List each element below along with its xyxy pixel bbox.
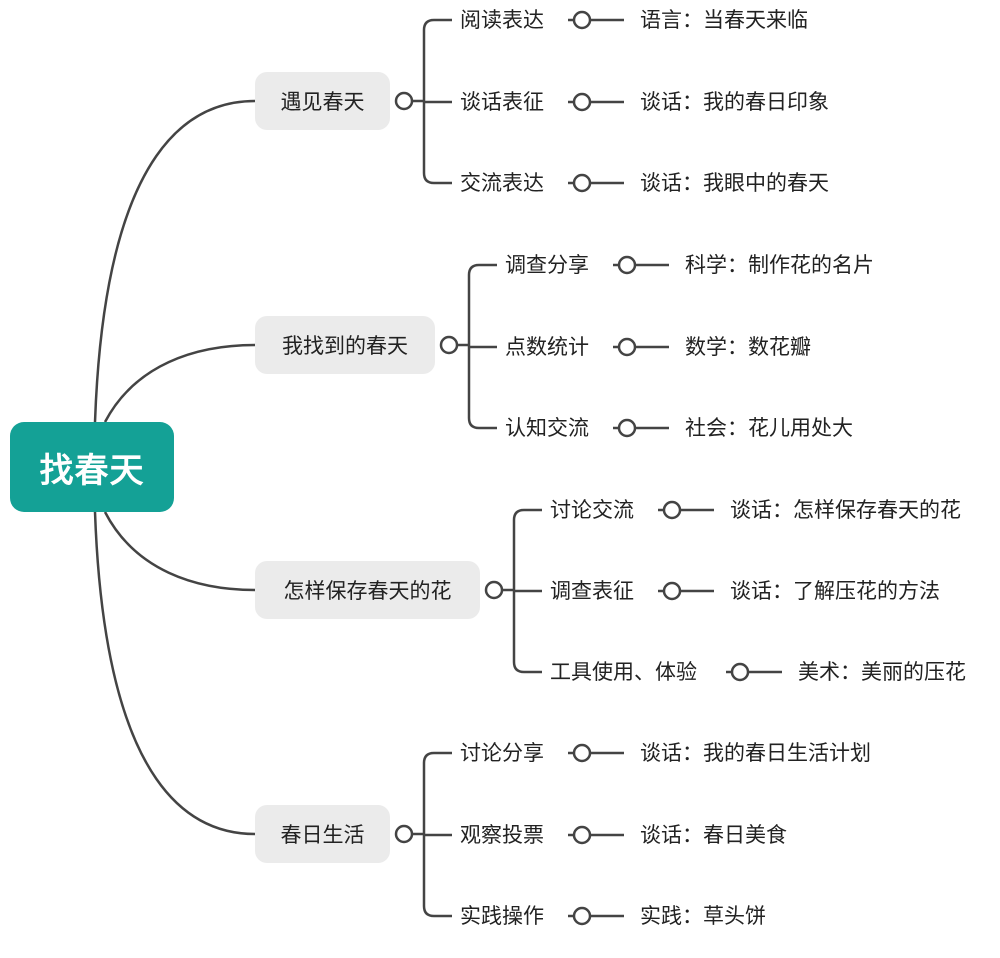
root-to-branch-3-connector	[103, 511, 256, 592]
branch-3-activity-2[interactable]: 谈话：了解压花的方法	[730, 579, 940, 603]
branch-2-activity-2[interactable]: 数学：数花瓣	[685, 335, 811, 359]
branch-2-activity-3[interactable]: 社会：花儿用处大	[685, 416, 853, 440]
branch-2-child-2[interactable]: 点数统计	[505, 335, 589, 359]
branch-4-child-1[interactable]: 讨论分享	[460, 741, 544, 765]
branch-1-child-1[interactable]: 阅读表达	[460, 8, 544, 32]
branch-4-activity-1[interactable]: 谈话：我的春日生活计划	[640, 741, 871, 765]
child-3-1-toggle-circle[interactable]	[662, 500, 682, 520]
branch-4-activity-3[interactable]: 实践：草头饼	[640, 904, 766, 928]
child-4-2-toggle-circle[interactable]	[572, 825, 592, 845]
branch-1-activity-2[interactable]: 谈话：我的春日印象	[640, 90, 829, 114]
branch-node-4[interactable]: 春日生活	[255, 805, 390, 863]
child-3-2-toggle-circle[interactable]	[662, 581, 682, 601]
branch-1-child-2[interactable]: 谈话表征	[460, 90, 544, 114]
branch-4-child-2[interactable]: 观察投票	[460, 823, 544, 847]
child-2-3-toggle-circle[interactable]	[617, 418, 637, 438]
root-to-branch-1-connector	[93, 99, 256, 423]
branch-4-activity-2[interactable]: 谈话：春日美食	[640, 823, 787, 847]
child-1-3-toggle-circle[interactable]	[572, 173, 592, 193]
branch-4-child-3[interactable]: 实践操作	[460, 904, 544, 928]
branch-4-toggle-circle[interactable]	[394, 824, 414, 844]
branch-2-child-1[interactable]: 调查分享	[505, 253, 589, 277]
root-node[interactable]: 找春天	[10, 422, 174, 512]
branch-3-child-3[interactable]: 工具使用、体验	[550, 660, 697, 684]
branch-1-activity-3[interactable]: 谈话：我眼中的春天	[640, 171, 829, 195]
root-to-branch-4-connector	[93, 511, 256, 836]
root-to-branch-2-connector	[103, 343, 256, 423]
branch-node-2[interactable]: 我找到的春天	[255, 316, 435, 374]
branch-node-3[interactable]: 怎样保存春天的花	[255, 561, 480, 619]
child-4-1-toggle-circle[interactable]	[572, 743, 592, 763]
child-1-2-toggle-circle[interactable]	[572, 92, 592, 112]
branch-3-activity-1[interactable]: 谈话：怎样保存春天的花	[730, 498, 961, 522]
branch-3-child-1[interactable]: 讨论交流	[550, 498, 634, 522]
branch-2-child-3[interactable]: 认知交流	[505, 416, 589, 440]
child-2-1-toggle-circle[interactable]	[617, 255, 637, 275]
child-3-3-toggle-circle[interactable]	[730, 662, 750, 682]
branch-1-activity-1[interactable]: 语言：当春天来临	[640, 8, 808, 32]
child-2-2-toggle-circle[interactable]	[617, 337, 637, 357]
branch-2-activity-1[interactable]: 科学：制作花的名片	[685, 253, 874, 277]
branch-1-child-3[interactable]: 交流表达	[460, 171, 544, 195]
branch-3-child-2[interactable]: 调查表征	[550, 579, 634, 603]
branch-node-1[interactable]: 遇见春天	[255, 72, 390, 130]
branch-3-activity-3[interactable]: 美术：美丽的压花	[798, 660, 966, 684]
child-4-3-toggle-circle[interactable]	[572, 906, 592, 926]
branch-1-toggle-circle[interactable]	[394, 91, 414, 111]
child-1-1-toggle-circle[interactable]	[572, 10, 592, 30]
branch-2-toggle-circle[interactable]	[439, 335, 459, 355]
branch-3-toggle-circle[interactable]	[484, 580, 504, 600]
